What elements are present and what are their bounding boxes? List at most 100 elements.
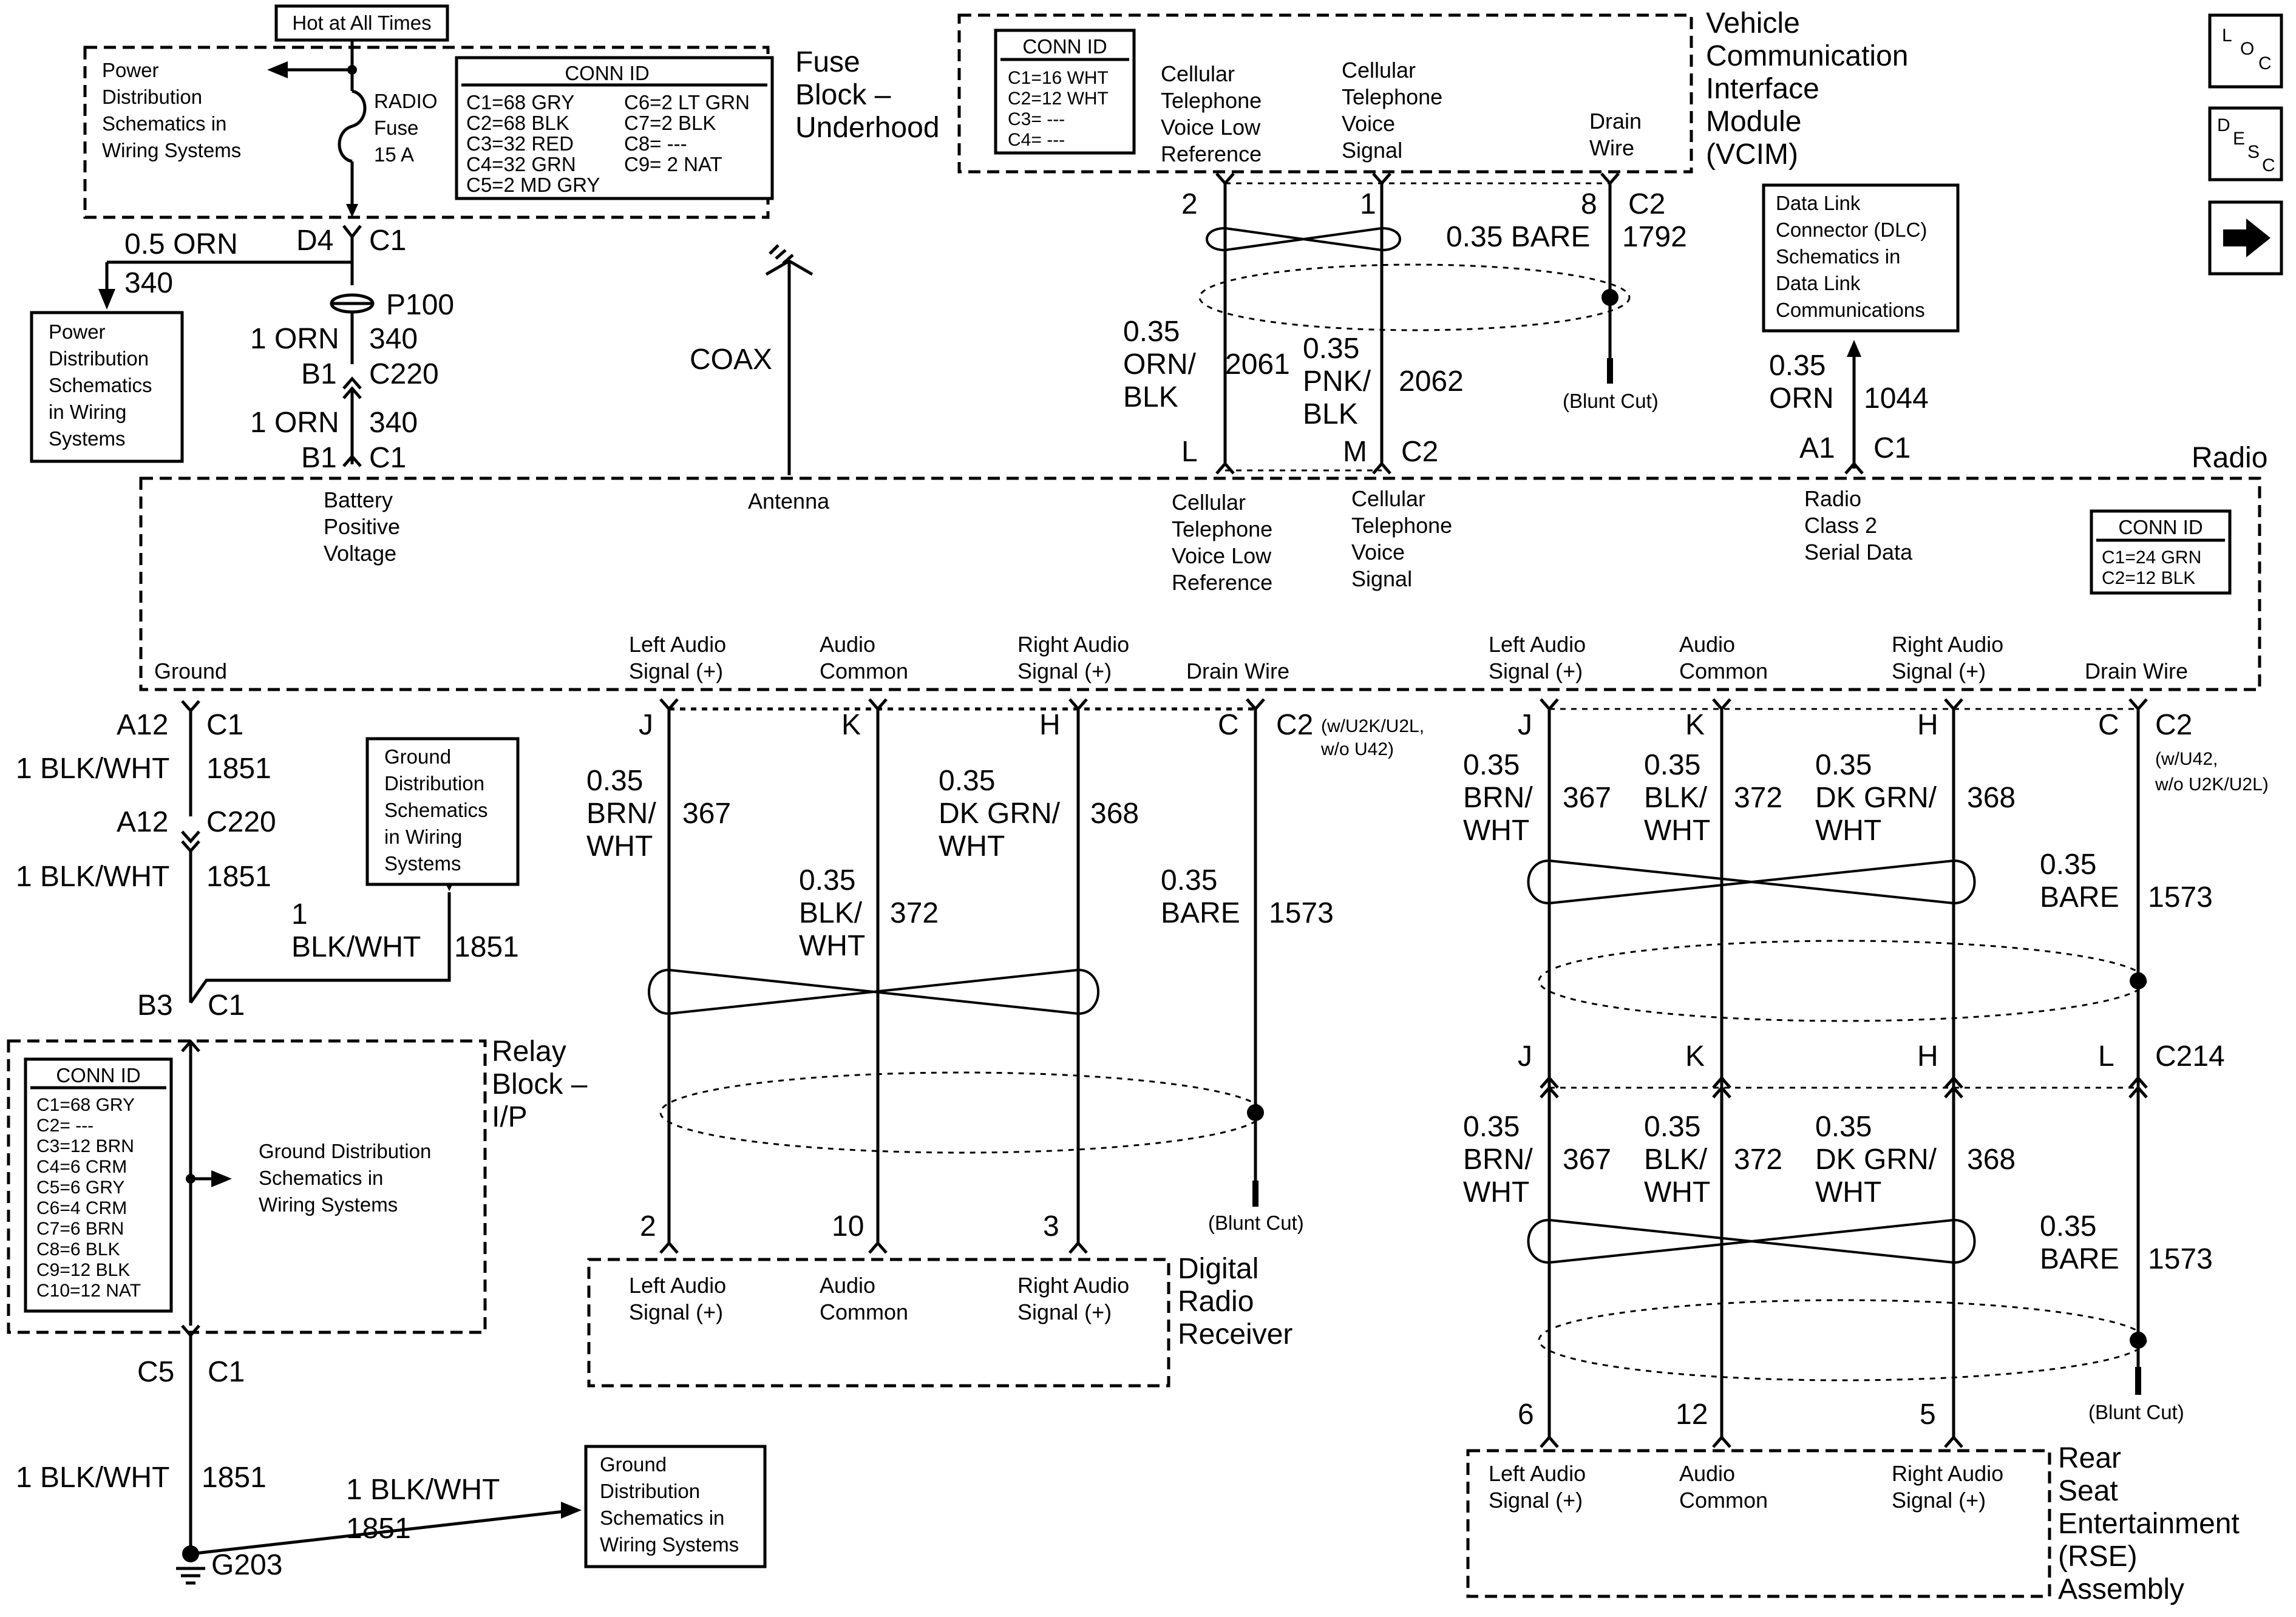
connector-symbol	[1372, 172, 1391, 186]
svg-text:C7=2 BLK: C7=2 BLK	[624, 112, 716, 134]
wire-color-label: BLK/	[1644, 782, 1708, 814]
wire-color-label: 0.35	[2040, 849, 2096, 881]
connector-symbol	[1215, 172, 1235, 186]
svg-text:C3=32 RED: C3=32 RED	[466, 132, 574, 155]
option-label: w/o U2K/U2L)	[2155, 775, 2269, 795]
wire-color-label: 0.35	[1644, 749, 1700, 781]
arrow-up-icon	[1847, 340, 1861, 357]
radio-pin-label: Ground	[154, 659, 227, 683]
radio-pin-label: Cellular	[1351, 486, 1425, 511]
rse-pin-label: Left Audio	[1489, 1461, 1586, 1486]
arrow-down-icon	[98, 289, 115, 310]
wire-color-label: 0.35	[586, 765, 643, 797]
pin-label: A12	[117, 709, 168, 741]
wire-color-label: BLK/	[799, 897, 863, 929]
radio-conn-id: CONN ID C1=24 GRN C2=12 BLK	[2090, 509, 2232, 595]
svg-text:C8= ---: C8= ---	[624, 132, 687, 155]
wire-color-label: 1	[291, 898, 308, 931]
svg-text:C3=12 BRN: C3=12 BRN	[36, 1136, 134, 1156]
pin-label: K	[1685, 1040, 1705, 1073]
radio-pin-label: Cellular	[1172, 490, 1246, 515]
svg-text:Distribution: Distribution	[600, 1480, 700, 1502]
power-distribution-ref-2[interactable]: Power Distribution Schematics in Wiring …	[30, 311, 184, 463]
wire-color-label: 0.35	[1815, 749, 1872, 781]
svg-text:CONN ID: CONN ID	[1022, 35, 1107, 58]
ground-label: G203	[211, 1549, 282, 1581]
circuit-number: 1573	[1269, 897, 1334, 929]
wire-color-label: BLK	[1303, 398, 1358, 430]
svg-text:Wiring Systems: Wiring Systems	[600, 1533, 739, 1556]
circuit-number: 367	[1563, 782, 1611, 814]
svg-text:Schematics: Schematics	[49, 374, 152, 396]
wire-color-label: BARE	[2040, 881, 2119, 914]
antenna-circuit: COAX	[690, 244, 813, 475]
wire-color-label: 0.35	[1303, 333, 1359, 365]
ground-distribution-ref-1[interactable]: Ground Distribution Schematics in Wiring…	[365, 737, 520, 886]
pin-label: C	[2098, 709, 2119, 741]
vcim-signal-label: Cellular	[1342, 58, 1416, 83]
drr-pin-label: Audio	[820, 1273, 875, 1298]
circuit-number: 340	[369, 407, 418, 439]
pin-label: 1	[1360, 188, 1376, 220]
wire-color-label: WHT	[1815, 1176, 1881, 1209]
shield-symbol	[659, 1071, 1264, 1154]
rse-title: Entertainment	[2058, 1508, 2240, 1540]
inline-connector-symbol	[1540, 1076, 1559, 1099]
vcim-signal-label: Voice	[1342, 111, 1395, 136]
hot-at-all-times-label: Hot at All Times	[292, 12, 431, 34]
arrow-right-icon	[2223, 219, 2271, 257]
loc-button[interactable]: L O C	[2208, 13, 2283, 89]
connector-label: C1	[206, 709, 243, 741]
connector-shell	[1225, 182, 1610, 472]
svg-text:C5=2 MD GRY: C5=2 MD GRY	[466, 174, 600, 196]
radio-fuse-label: 15 A	[374, 143, 414, 166]
connector-label: C1	[369, 442, 406, 474]
wire-color-label: 0.5 ORN	[124, 228, 238, 260]
vcim-cellular-circuit: 2 1 8 C2 1792 0.35 BARE (Blunt Cut) 0.35…	[1123, 172, 1687, 475]
rse-pin-label: Signal (+)	[1892, 1488, 1986, 1513]
drr-pin-label: Signal (+)	[629, 1300, 723, 1324]
svg-text:Communications: Communications	[1776, 299, 1925, 321]
svg-text:Ground Distribution: Ground Distribution	[259, 1140, 431, 1162]
pin-label: K	[841, 709, 861, 741]
fuse-symbol	[338, 89, 367, 163]
ground-distribution-ref-2[interactable]: Ground Distribution Schematics in Wiring…	[584, 1445, 767, 1568]
wire-color-label: WHT	[799, 930, 865, 962]
desc-button[interactable]: D E S C	[2208, 106, 2283, 181]
radio-pin-label: Reference	[1172, 570, 1272, 595]
radio-pin-label: Common	[820, 659, 908, 683]
wire-color-label: 0.35	[1161, 864, 1217, 897]
dlc-ref[interactable]: Data Link Connector (DLC) Schematics in …	[1762, 183, 1960, 333]
circuit-number: 340	[124, 267, 173, 299]
fuse-block-section: Hot at All Times Fuse Block – Underhood …	[83, 4, 940, 219]
fuse-block-conn-id: CONN ID C1=68 GRY C2=68 BLK C3=32 RED C4…	[455, 56, 774, 200]
svg-text:C2=12 BLK: C2=12 BLK	[2102, 568, 2195, 588]
radio-fuse-label: RADIO	[374, 90, 438, 112]
inline-connector-symbol	[2128, 1076, 2148, 1099]
connector-label: C2	[1628, 188, 1665, 220]
drr-title: Digital	[1178, 1253, 1258, 1285]
pin-label: D4	[296, 225, 333, 257]
wire-color-label: 0.35	[799, 864, 855, 897]
relay-block-title: Relay	[492, 1036, 566, 1068]
radio-pin-label: Telephone	[1351, 513, 1452, 538]
next-button[interactable]	[2208, 200, 2283, 276]
vcim-title: (VCIM)	[1706, 138, 1798, 171]
power-distribution-ref[interactable]: Power Distribution Schematics in Wiring …	[102, 59, 241, 161]
pin-label: B3	[137, 989, 173, 1022]
connector-symbol	[181, 700, 200, 713]
pin-label: J	[1518, 1040, 1532, 1073]
wire-color-label: WHT	[586, 830, 653, 863]
wire-color-label: 0.35	[939, 765, 995, 797]
svg-text:CONN ID: CONN ID	[2118, 516, 2203, 538]
wire-color-label: DK GRN/	[1815, 1144, 1937, 1176]
svg-text:Schematics: Schematics	[384, 799, 488, 821]
vcim-signal-label: Drain	[1589, 109, 1642, 134]
relay-ground-ref[interactable]: Ground Distribution Schematics in Wiring…	[259, 1140, 431, 1216]
antenna-signal-icon	[769, 244, 794, 265]
wire-color-label: WHT	[939, 830, 1005, 863]
inline-connector-symbol	[181, 830, 200, 853]
pin-label: 2	[640, 1210, 656, 1242]
connector-symbol	[1068, 1241, 1088, 1254]
connector-label: C2	[1401, 436, 1438, 468]
